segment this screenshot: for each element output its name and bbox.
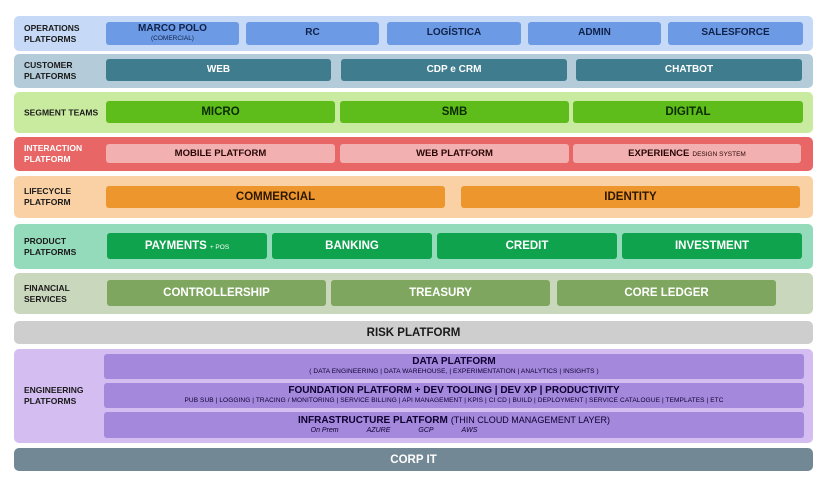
chip-label: EXPERIENCE — [628, 147, 690, 159]
env-gcp: GCP — [418, 426, 434, 434]
core-ledger-box: CORE LEDGER — [557, 280, 776, 306]
chip-sublabel: (COMERCIAL) — [151, 34, 194, 42]
environment-list: On Prem AZURE GCP AWS — [311, 427, 478, 434]
web-box: WEB — [106, 59, 331, 81]
smb-box: SMB — [340, 101, 569, 123]
layer-label: PRODUCT PLATFORMS — [24, 235, 77, 257]
logistica-box: LOGÍSTICA — [387, 22, 521, 45]
data-platform-box: DATA PLATFORM ( DATA ENGINEERING | DATA … — [104, 354, 804, 379]
experience-box: EXPERIENCE DESIGN SYSTEM — [573, 144, 801, 163]
layer-title: CORP IT — [390, 453, 437, 466]
chatbot-box: CHATBOT — [576, 59, 802, 81]
env-aws: AWS — [461, 426, 478, 434]
digital-box: DIGITAL — [573, 101, 803, 123]
layer-label: INTERACTION PLATFORM — [24, 143, 83, 164]
layer-label: SEGMENT TEAMS — [24, 107, 99, 117]
env-azure: AZURE — [366, 426, 391, 434]
chip-detail: ( DATA ENGINEERING | DATA WAREHOUSE, | E… — [309, 368, 599, 376]
chip-label: SMB — [441, 105, 468, 118]
payments-box: PAYMENTS + POS — [107, 233, 267, 259]
chip-label: WEB — [206, 63, 231, 75]
identity-box: IDENTITY — [461, 186, 800, 208]
salesforce-box: SALESFORCE — [668, 22, 803, 45]
chip-label: PAYMENTS — [144, 239, 207, 252]
rc-box: RC — [246, 22, 379, 45]
financial-services-layer: FINANCIAL SERVICES CONTROLLERSHIP TREASU… — [14, 273, 813, 314]
chip-label: COMMERCIAL — [235, 190, 316, 203]
chip-label: DIGITAL — [665, 105, 711, 118]
chip-label: MICRO — [201, 105, 240, 118]
chip-label: CORE LEDGER — [624, 286, 709, 299]
layer-title: RISK PLATFORM — [366, 326, 461, 339]
layer-label: OPERATIONS PLATFORMS — [24, 22, 80, 44]
chip-label: IDENTITY — [604, 190, 657, 203]
customer-platforms-layer: CUSTOMER PLATFORMS WEB CDP e CRM CHATBOT — [14, 54, 813, 88]
treasury-box: TREASURY — [331, 280, 550, 306]
marco-polo-box: MARCO POLO (COMERCIAL) — [106, 22, 239, 45]
micro-box: MICRO — [106, 101, 335, 123]
chip-sublabel: + POS — [209, 243, 230, 251]
chip-detail: PUB SUB | LOGGING | TRACING / MONITORING… — [184, 397, 724, 405]
chip-label: INVESTMENT — [674, 239, 750, 252]
chip-label: LOGÍSTICA — [426, 27, 482, 39]
investment-box: INVESTMENT — [622, 233, 802, 259]
layer-label: LIFECYCLE PLATFORM — [24, 186, 72, 207]
credit-box: CREDIT — [437, 233, 617, 259]
chip-label: TREASURY — [409, 286, 472, 299]
layer-label: FINANCIAL SERVICES — [24, 282, 70, 304]
chip-label: MARCO POLO — [138, 23, 207, 35]
env-on-prem: On Prem — [310, 426, 339, 434]
chip-label: SALESFORCE — [701, 27, 770, 39]
interaction-platform-layer: INTERACTION PLATFORM MOBILE PLATFORM WEB… — [14, 137, 813, 171]
operations-platforms-layer: OPERATIONS PLATFORMS MARCO POLO (COMERCI… — [14, 16, 813, 51]
layer-label: CUSTOMER PLATFORMS — [24, 60, 77, 81]
chip-label: CONTROLLERSHIP — [163, 286, 270, 299]
chip-label: BANKING — [325, 239, 379, 252]
admin-box: ADMIN — [528, 22, 661, 45]
layer-label: ENGINEERING PLATFORMS — [24, 385, 84, 406]
chip-sublabel: DESIGN SYSTEM — [692, 150, 746, 158]
controllership-box: CONTROLLERSHIP — [107, 280, 326, 306]
chip-sublabel: (THIN CLOUD MANAGEMENT LAYER) — [450, 415, 610, 426]
chip-label: DATA PLATFORM — [412, 355, 496, 367]
risk-platform-layer: RISK PLATFORM — [14, 321, 813, 344]
chip-label: WEB PLATFORM — [416, 147, 493, 159]
chip-label: CDP e CRM — [426, 63, 482, 75]
chip-label: CREDIT — [505, 239, 549, 252]
chip-label: ADMIN — [578, 27, 611, 39]
chip-label: CHATBOT — [664, 63, 714, 75]
chip-label: FOUNDATION PLATFORM + DEV TOOLING | DEV … — [288, 384, 620, 396]
engineering-platforms-layer: ENGINEERING PLATFORMS DATA PLATFORM ( DA… — [14, 349, 813, 443]
banking-box: BANKING — [272, 233, 432, 259]
lifecycle-platform-layer: LIFECYCLE PLATFORM COMMERCIAL IDENTITY — [14, 176, 813, 218]
infrastructure-platform-box: INFRASTRUCTURE PLATFORM (THIN CLOUD MANA… — [104, 412, 804, 438]
foundation-platform-box: FOUNDATION PLATFORM + DEV TOOLING | DEV … — [104, 383, 804, 408]
segment-teams-layer: SEGMENT TEAMS MICRO SMB DIGITAL — [14, 92, 813, 133]
product-platforms-layer: PRODUCT PLATFORMS PAYMENTS + POS BANKING… — [14, 224, 813, 269]
chip-label: RC — [305, 27, 320, 39]
cdp-crm-box: CDP e CRM — [341, 59, 567, 81]
chip-label: MOBILE PLATFORM — [174, 147, 267, 159]
chip-label: INFRASTRUCTURE PLATFORM — [298, 415, 448, 427]
web-platform-box: WEB PLATFORM — [340, 144, 569, 163]
mobile-platform-box: MOBILE PLATFORM — [106, 144, 335, 163]
corp-it-layer: CORP IT — [14, 448, 813, 471]
commercial-box: COMMERCIAL — [106, 186, 445, 208]
